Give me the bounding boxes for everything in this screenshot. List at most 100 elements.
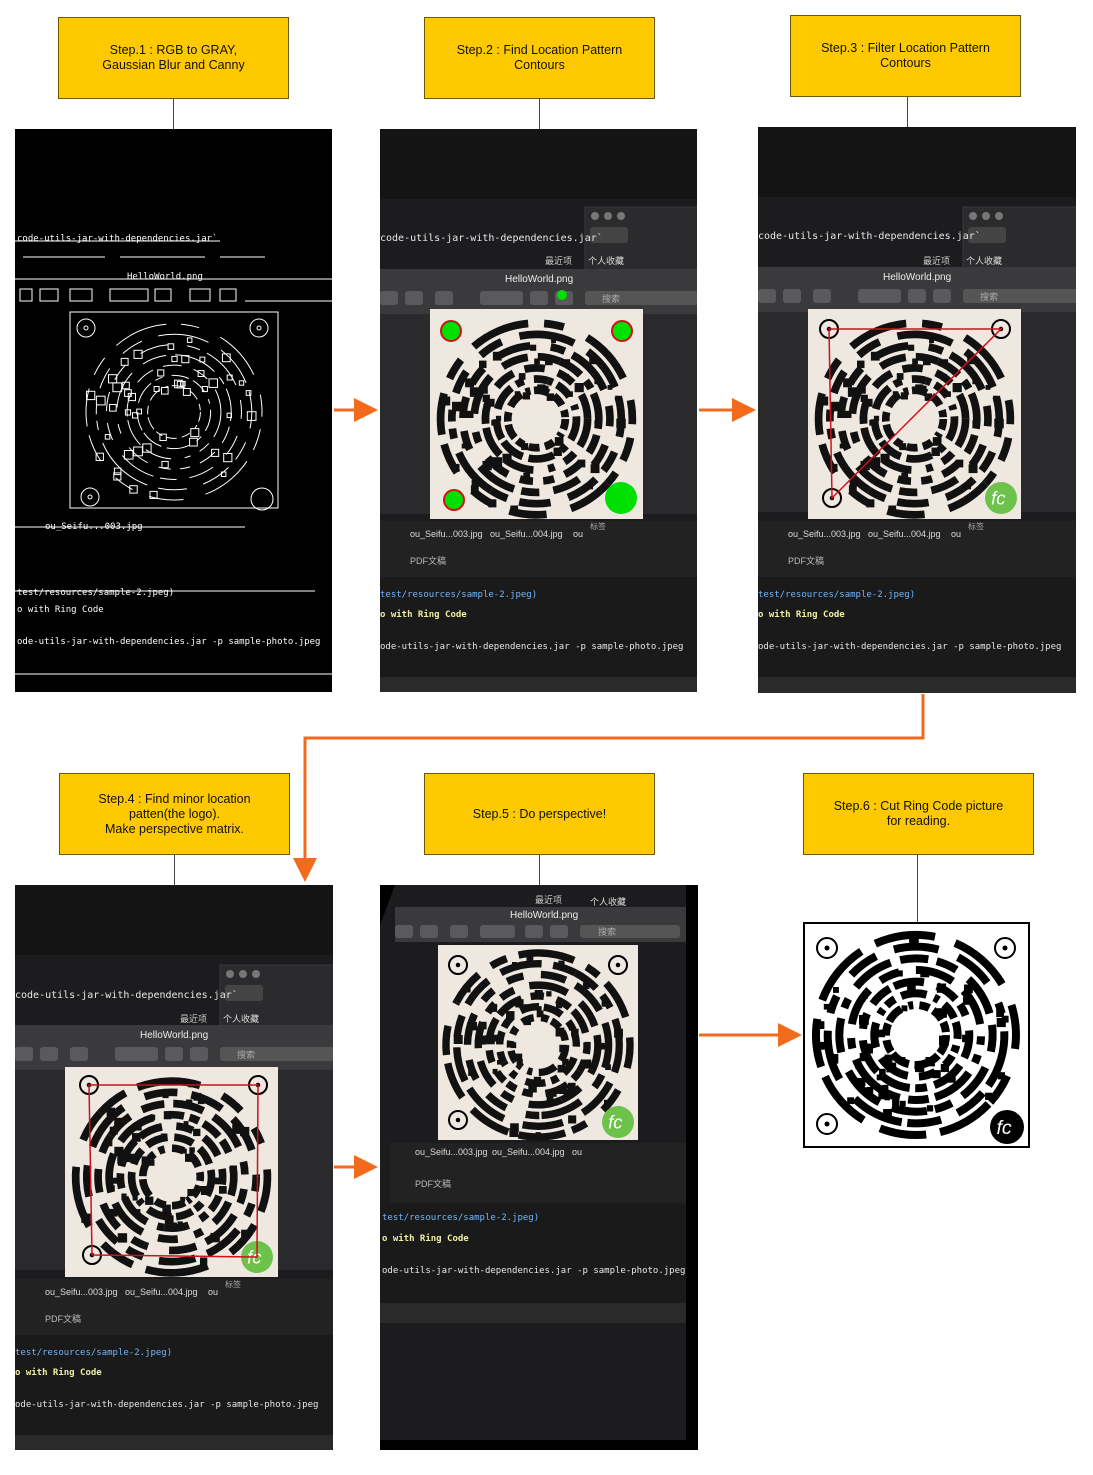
canny-ring-text: o with Ring Code [17,605,104,615]
step-3-label: Step.3 : Filter Location Pattern Contour… [821,41,990,70]
step-1-connector [173,99,174,129]
step3-file-2: ou_Seifu...004.jpg [868,529,941,539]
step3-ring-text: o with Ring Code [758,609,845,620]
step2-file-2: ou_Seifu...004.jpg [490,529,563,539]
step5-ring-code [442,949,634,1141]
step4-cmd-text: ode-utils-jar-with-dependencies.jar -p s… [15,1400,318,1410]
step6-marker-tl [816,937,838,959]
step2-pdf-label: PDF文稿 [410,555,446,566]
step2-ring-code [436,319,637,519]
step3-search-placeholder: 搜索 [980,291,998,302]
step5-cmd-text: ode-utils-jar-with-dependencies.jar -p s… [382,1266,685,1276]
step3-sidebar-favorites: 个人收藏 [966,255,1002,266]
step2-contour-3 [443,489,465,511]
step2-file-3: ou [573,529,583,539]
step5-window-title: HelloWorld.png [510,910,578,921]
step2-search-placeholder: 搜索 [602,293,620,304]
step2-file-1: ou_Seifu...003.jpg [410,529,483,539]
step2-path-text: test/resources/sample-2.jpeg) [380,590,537,600]
step4-ring-text: o with Ring Code [15,1367,102,1378]
step3-cmd-text: ode-utils-jar-with-dependencies.jar -p s… [758,642,1061,652]
step-1-label: Step.1 : RGB to GRAY, Gaussian Blur and … [102,43,245,72]
step-5-box: Step.5 : Do perspective! [424,773,655,855]
step6-marker-bl [816,1113,838,1135]
step5-logo: fc [602,1106,634,1138]
svg-text:fc: fc [996,1117,1011,1139]
step3-window-title: HelloWorld.png [883,272,951,283]
step-4-connector [174,855,175,885]
step3-tag-label: 标签 [968,521,984,531]
step5-marker-bl [448,1110,468,1130]
step5-file-1: ou_Seifu...003.jpg [415,1147,488,1157]
canny-title-text: HelloWorld.png [127,272,203,282]
step2-jar-text: code-utils-jar-with-dependencies.jar` [380,232,603,244]
step4-sidebar-favorites: 个人收藏 [223,1013,259,1024]
canny-path-text: test/resources/sample-2.jpeg) [17,588,174,598]
step-5-connector [539,855,540,885]
step-6-connector [917,855,918,922]
step3-sidebar-recent: 最近项 [923,255,950,266]
step2-sidebar-favorites: 个人收藏 [588,255,624,266]
canny-cmd-text: ode-utils-jar-with-dependencies.jar -p s… [17,637,320,647]
step5-search-field [580,925,680,938]
step-6-label: Step.6 : Cut Ring Code picture for readi… [833,799,1004,828]
svg-text:fc: fc [608,1111,622,1132]
step2-nav-buttons [590,227,628,243]
step3-nav-buttons [968,227,1006,243]
step-2-connector [539,99,540,129]
step4-file-3: ou [208,1287,218,1297]
step2-contour-2 [611,320,633,342]
step4-nav-buttons [225,985,263,1001]
step-1-canny-image: code-utils-jar-with-dependencies.jar` He… [15,129,332,692]
step4-file-1: ou_Seifu...003.jpg [45,1287,118,1297]
step3-file-1: ou_Seifu...003.jpg [788,529,861,539]
step4-search-placeholder: 搜索 [237,1049,255,1060]
step4-pdf-label: PDF文稿 [45,1313,81,1324]
step6-logo: fc [990,1110,1024,1144]
step5-sidebar-recent: 最近项 [535,894,562,905]
step3-logo: fc [985,482,1017,514]
step4-jar-text: code-utils-jar-with-dependencies.jar` [15,989,238,1001]
step5-path-text: test/resources/sample-2.jpeg) [382,1213,539,1223]
canny-file-text: ou_Seifu...003.jpg [45,522,143,532]
step-4-label: Step.4 : Find minor location patten(the … [98,791,251,836]
svg-text:fc: fc [991,487,1005,508]
step2-tag-label: 标签 [590,521,606,531]
step-2-box: Step.2 : Find Location Pattern Contours [424,17,655,99]
step4-search-field [220,1047,333,1061]
step2-cmd-text: ode-utils-jar-with-dependencies.jar -p s… [380,642,683,652]
step4-window-title: HelloWorld.png [140,1030,208,1041]
step-3-screenshot: 最近项 个人收藏 code-utils-jar-with-dependencies.… [758,127,1076,693]
step-1-box: Step.1 : RGB to GRAY, Gaussian Blur and … [58,17,289,99]
step-3-box: Step.3 : Filter Location Pattern Contour… [790,15,1021,97]
step6-marker-tr [994,937,1016,959]
step2-sidebar-recent: 最近项 [545,255,572,266]
step5-pdf-label: PDF文稿 [415,1178,451,1189]
step3-file-3: ou [951,529,961,539]
step4-file-2: ou_Seifu...004.jpg [125,1287,198,1297]
step5-file-3: ou [572,1147,582,1157]
step-5-label: Step.5 : Do perspective! [472,806,607,821]
step4-quad [88,1084,259,1258]
step-6-box: Step.6 : Cut Ring Code picture for readi… [803,773,1034,855]
step5-marker-tr [608,955,628,975]
step5-search-placeholder: 搜索 [598,926,616,937]
step5-sidebar-favorites: 个人收藏 [590,896,626,907]
step4-ring-code [71,1077,272,1277]
step4-perspective-contours: fc [79,1075,273,1273]
canny-ring-code [85,323,263,501]
step2-ring-text: o with Ring Code [380,609,467,620]
step3-filtered-contours: fc [819,319,1017,514]
step6-ring-code [812,931,1020,1139]
step-4-box: Step.4 : Find minor location patten(the … [59,773,290,855]
step-3-connector [907,97,908,127]
step3-path-text: test/resources/sample-2.jpeg) [758,590,915,600]
step3-jar-text: code-utils-jar-with-dependencies.jar` [758,230,981,242]
step4-path-text: test/resources/sample-2.jpeg) [15,1348,172,1358]
step3-search-field [963,289,1076,303]
step3-triangle [828,328,1003,500]
canny-jar-text: code-utils-jar-with-dependencies.jar` [17,233,217,244]
step-2-label: Step.2 : Find Location Pattern Contours [456,43,623,72]
step4-sidebar-recent: 最近项 [180,1013,207,1024]
step4-tag-label: 标签 [225,1279,241,1289]
